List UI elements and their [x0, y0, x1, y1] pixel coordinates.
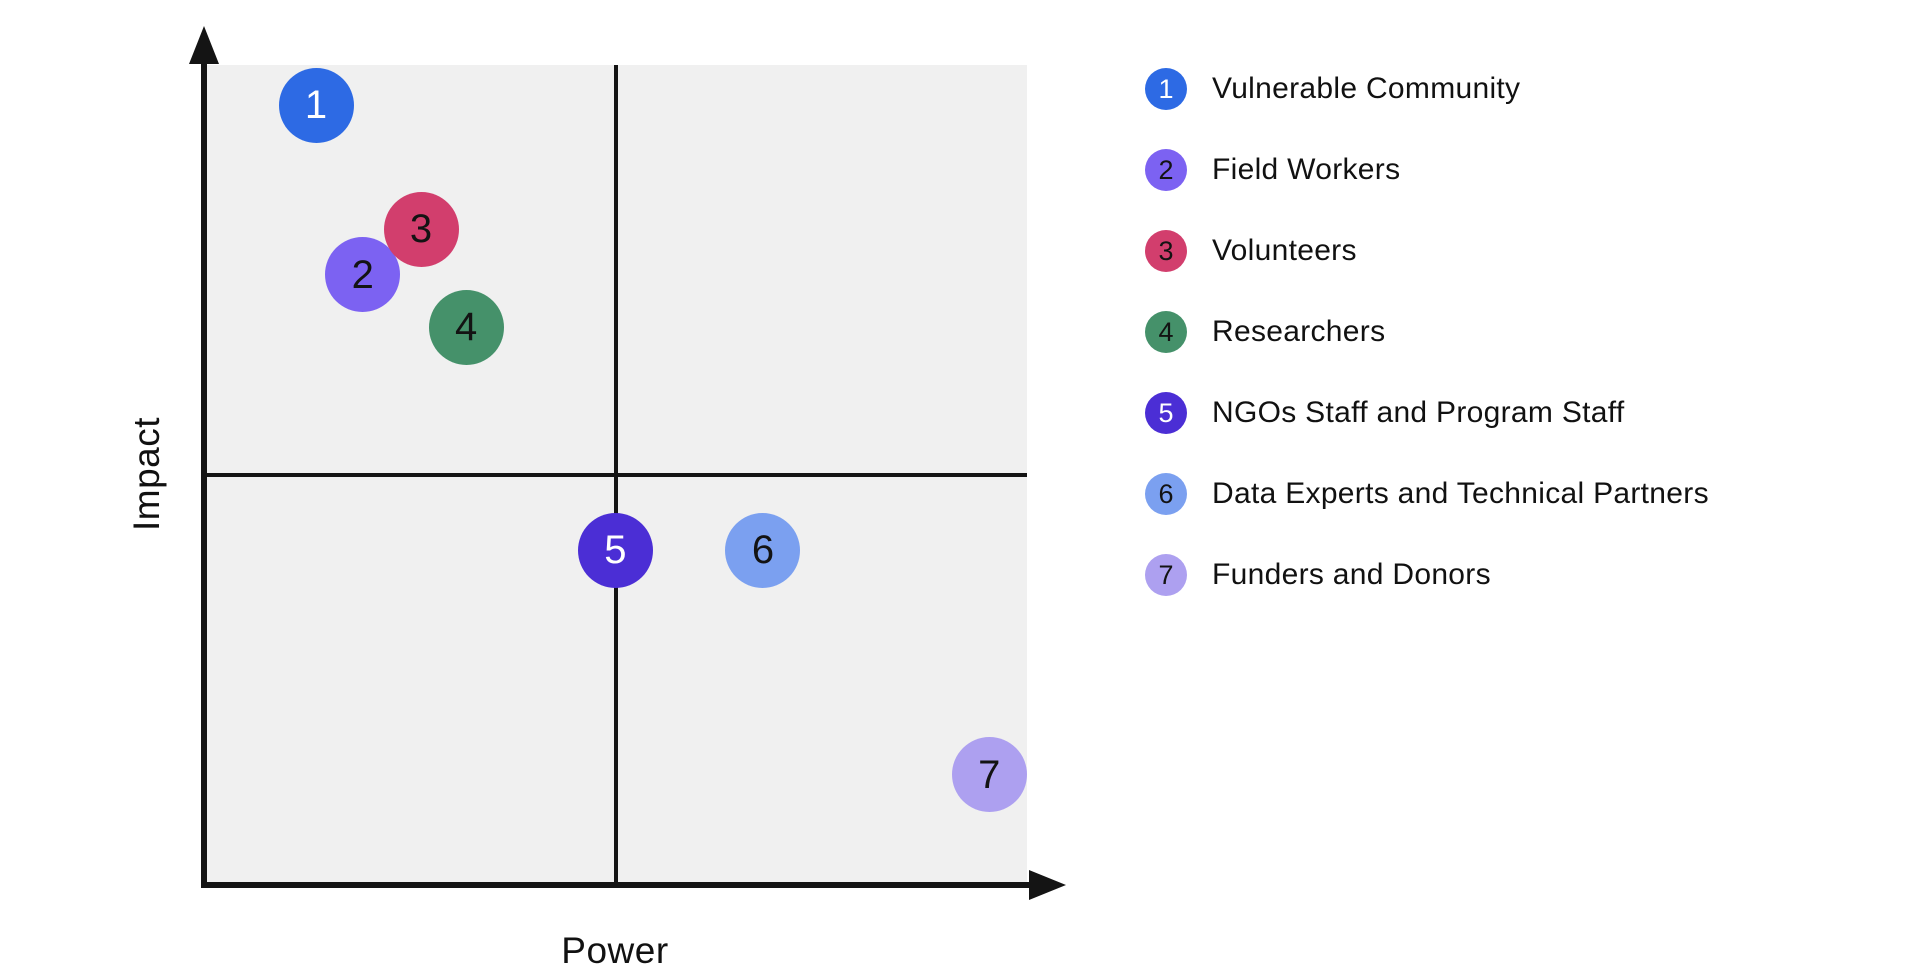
legend-item-2: 2 Field Workers — [1145, 149, 1709, 191]
bubble-4: 4 — [428, 289, 504, 365]
legend-marker-6: 6 — [1145, 473, 1187, 515]
legend-marker-3: 3 — [1145, 230, 1187, 272]
legend-marker-4: 4 — [1145, 311, 1187, 353]
legend-item-1: 1 Vulnerable Community — [1145, 68, 1709, 110]
legend-item-4: 4 Researchers — [1145, 311, 1709, 353]
legend: 1 Vulnerable Community 2 Field Workers 3 Volu… — [1145, 68, 1709, 635]
bubble-1: 1 — [278, 67, 354, 143]
legend-label-6: Data Experts and Technical Partners — [1212, 477, 1709, 510]
legend-marker-1: 1 — [1145, 68, 1187, 110]
legend-label-3: Volunteers — [1212, 234, 1357, 267]
legend-marker-2: 2 — [1145, 149, 1187, 191]
legend-marker-7: 7 — [1145, 554, 1187, 596]
legend-label-7: Funders and Donors — [1212, 558, 1491, 591]
x-axis-line — [201, 882, 1033, 888]
quadrant-divider-horizontal — [207, 473, 1027, 477]
bubble-6: 6 — [725, 512, 801, 588]
legend-label-2: Field Workers — [1212, 153, 1401, 186]
legend-item-5: 5 NGOs Staff and Program Staff — [1145, 392, 1709, 434]
legend-item-3: 3 Volunteers — [1145, 230, 1709, 272]
x-axis-label: Power — [561, 930, 669, 971]
legend-label-1: Vulnerable Community — [1212, 72, 1521, 105]
x-axis-arrow-icon — [1029, 870, 1066, 900]
legend-label-4: Researchers — [1212, 315, 1386, 348]
y-axis-arrow-icon — [189, 26, 219, 64]
legend-item-7: 7 Funders and Donors — [1145, 554, 1709, 596]
legend-marker-5: 5 — [1145, 392, 1187, 434]
bubble-7: 7 — [951, 737, 1027, 813]
y-axis-line — [201, 56, 207, 888]
bubble-3: 3 — [383, 191, 459, 267]
legend-item-6: 6 Data Experts and Technical Partners — [1145, 473, 1709, 515]
bubble-2: 2 — [325, 237, 401, 313]
bubble-5: 5 — [577, 512, 653, 588]
y-axis-label: Impact — [126, 416, 167, 532]
legend-label-5: NGOs Staff and Program Staff — [1212, 396, 1625, 429]
